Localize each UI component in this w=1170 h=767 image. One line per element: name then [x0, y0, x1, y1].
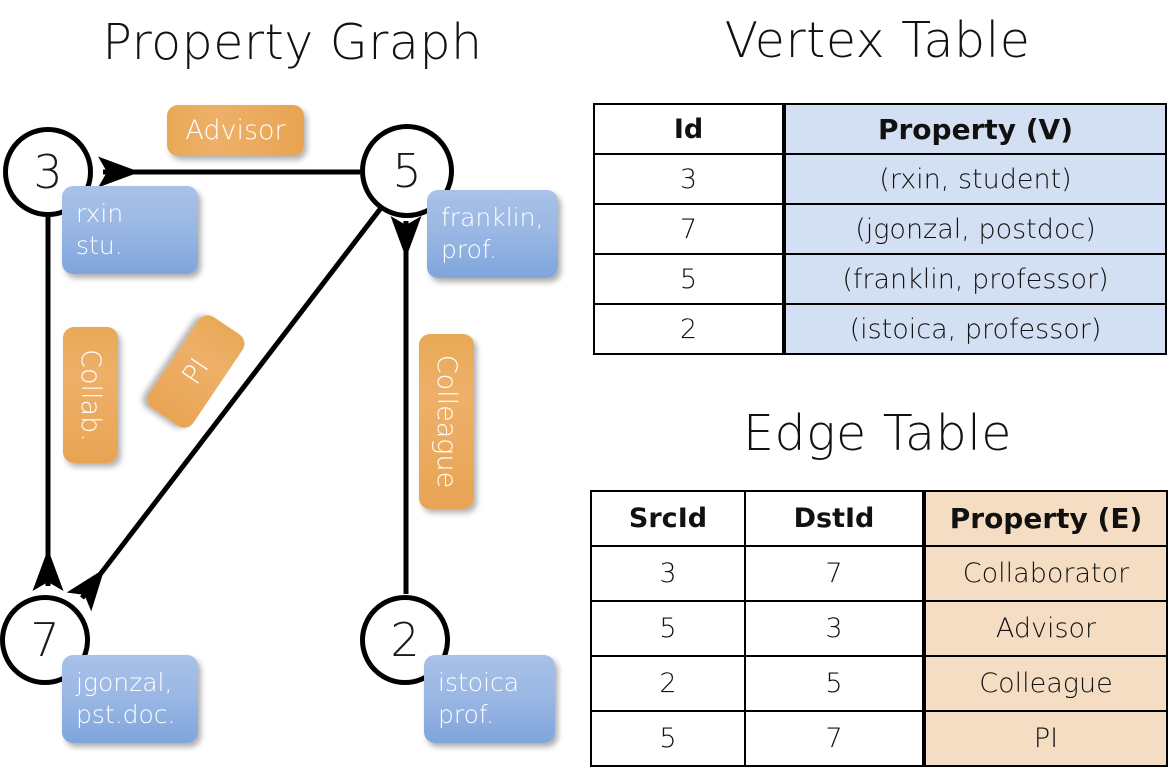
edge-table-header-srcid: SrcId	[590, 490, 746, 547]
graph-node-5[interactable]: 5	[360, 124, 454, 218]
table-row[interactable]: 5 (franklin, professor)	[593, 253, 1167, 305]
edge-pi-5-to-7	[66, 202, 386, 612]
vertex-row-3-property: (istoica, professor)	[782, 303, 1167, 355]
edge-row-2-property: Colleague	[922, 655, 1168, 712]
property-graph-canvas: 3 5 7 2 rxin stu. franklin, prof. jgonza…	[0, 0, 585, 760]
edge-label-pi-text: PI	[176, 352, 216, 391]
edge-label-advisor[interactable]: Advisor	[167, 105, 304, 156]
vertex-row-1-property: (jgonzal, postdoc)	[782, 203, 1167, 255]
edge-row-1-dst: 3	[744, 600, 925, 657]
node-property-rxin-line1: rxin	[76, 199, 124, 228]
edge-row-2-src: 2	[590, 655, 746, 712]
node-property-istoica-line1: istoica	[438, 668, 520, 697]
edge-row-1-property: Advisor	[922, 600, 1168, 657]
graph-node-5-label: 5	[392, 144, 422, 198]
node-property-istoica-line2: prof.	[438, 700, 494, 729]
vertex-row-2-id: 5	[593, 253, 785, 305]
edge-label-colleague-text: Colleague	[431, 354, 462, 489]
page-title-property-graph: Property Graph	[102, 14, 483, 71]
vertex-row-0-id: 3	[593, 153, 785, 205]
edge-label-colleague[interactable]: Colleague	[419, 334, 474, 509]
table-row[interactable]: 3 7 Collaborator	[590, 545, 1168, 602]
vertex-row-2-property: (franklin, professor)	[782, 253, 1167, 305]
vertex-row-0-property: (rxin, student)	[782, 153, 1167, 205]
node-property-box-jgonzal[interactable]: jgonzal, pst.doc.	[62, 655, 198, 743]
page-title-vertex-table: Vertex Table	[724, 12, 1031, 69]
vertex-row-3-id: 2	[593, 303, 785, 355]
edge-row-0-dst: 7	[744, 545, 925, 602]
edge-row-0-src: 3	[590, 545, 746, 602]
vertex-table-header-row: Id Property (V)	[593, 103, 1167, 155]
page-title-edge-table: Edge Table	[743, 405, 1012, 462]
node-property-franklin-line2: prof.	[441, 235, 497, 264]
table-row[interactable]: 2 (istoica, professor)	[593, 303, 1167, 355]
node-property-box-rxin[interactable]: rxin stu.	[62, 186, 198, 274]
graph-node-7-label: 7	[30, 613, 60, 667]
edge-row-3-property: PI	[922, 710, 1168, 767]
edge-row-3-dst: 7	[744, 710, 925, 767]
table-row[interactable]: 5 7 PI	[590, 710, 1168, 767]
node-property-franklin-line1: franklin,	[441, 203, 544, 232]
edge-table: SrcId DstId Property (E) 3 7 Collaborato…	[590, 490, 1168, 767]
vertex-table-header-property: Property (V)	[782, 103, 1167, 155]
node-property-jgonzal-line1: jgonzal,	[76, 668, 173, 697]
graph-node-3-label: 3	[33, 145, 63, 199]
vertex-table-header-id: Id	[593, 103, 785, 155]
table-row[interactable]: 3 (rxin, student)	[593, 153, 1167, 205]
graph-node-2-label: 2	[390, 613, 420, 667]
edge-table-header-property: Property (E)	[922, 490, 1168, 547]
graph-edges-svg	[32, 156, 422, 612]
node-property-box-istoica[interactable]: istoica prof.	[424, 655, 555, 743]
edge-label-collab-text: Collab.	[75, 348, 106, 442]
vertex-table: Id Property (V) 3 (rxin, student) 7 (jgo…	[593, 103, 1167, 355]
node-property-jgonzal-line2: pst.doc.	[76, 700, 176, 729]
table-row[interactable]: 5 3 Advisor	[590, 600, 1168, 657]
edge-table-header-dstid: DstId	[744, 490, 925, 547]
vertex-row-1-id: 7	[593, 203, 785, 255]
graph-node-2[interactable]: 2	[360, 595, 450, 685]
edge-label-collab[interactable]: Collab.	[63, 327, 118, 463]
edge-label-advisor-text: Advisor	[185, 115, 286, 146]
edge-table-header-row: SrcId DstId Property (E)	[590, 490, 1168, 547]
table-row[interactable]: 2 5 Colleague	[590, 655, 1168, 712]
node-property-rxin-line2: stu.	[76, 231, 123, 260]
node-property-box-franklin[interactable]: franklin, prof.	[427, 190, 558, 278]
table-row[interactable]: 7 (jgonzal, postdoc)	[593, 203, 1167, 255]
edge-row-2-dst: 5	[744, 655, 925, 712]
edge-row-1-src: 5	[590, 600, 746, 657]
edge-row-0-property: Collaborator	[922, 545, 1168, 602]
edge-row-3-src: 5	[590, 710, 746, 767]
